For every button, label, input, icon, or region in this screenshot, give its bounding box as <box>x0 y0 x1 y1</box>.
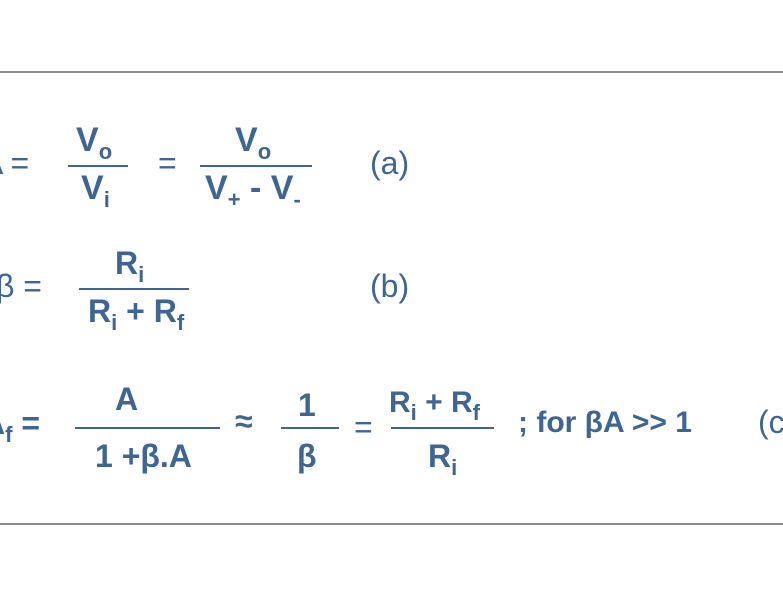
eq-a-label: (a) <box>370 145 410 181</box>
eq-a-frac2-bar <box>200 165 312 167</box>
eq-b-numerator: Ri <box>115 245 145 287</box>
eq-c-frac3-numerator: Ri + Rf <box>389 386 480 425</box>
top-divider <box>0 71 783 73</box>
eq-c-frac2-numerator: 1 <box>298 387 316 423</box>
eq-c-approx: ≈ <box>235 403 253 439</box>
eq-c-frac1-bar <box>75 427 220 429</box>
eq-b-denominator: Ri + Rf <box>88 293 185 335</box>
eq-c-frac2-bar <box>281 427 339 429</box>
eq-a-frac2-numerator: Vo <box>235 121 272 164</box>
eq-c-condition: ; for βA >> 1 <box>518 406 692 439</box>
eq-b-lhs: β = <box>0 268 42 304</box>
eq-c-lhs: Af = <box>0 405 41 447</box>
bottom-divider <box>0 523 783 525</box>
eq-a-frac1-denominator: Vi <box>81 169 110 212</box>
eq-a-lhs: A = <box>0 145 30 181</box>
eq-b-label: (b) <box>370 268 410 304</box>
eq-a-frac1-bar <box>68 165 128 167</box>
eq-a-frac1-numerator: Vo <box>76 121 113 164</box>
eq-c-frac2-denominator: β <box>297 438 317 474</box>
eq-b-fraction-bar <box>79 288 189 290</box>
eq-c-equals: = <box>354 409 373 445</box>
eq-c-frac3-denominator: Ri <box>428 438 458 480</box>
eq-a-equals: = <box>158 145 177 181</box>
eq-a-frac2-denominator: V+ - V- <box>205 169 301 212</box>
eq-c-label: (c <box>758 404 783 440</box>
eq-c-frac1-denominator: 1 +β.A <box>95 438 192 474</box>
eq-c-frac3-bar <box>391 427 494 429</box>
eq-c-frac1-numerator: A <box>115 381 139 417</box>
